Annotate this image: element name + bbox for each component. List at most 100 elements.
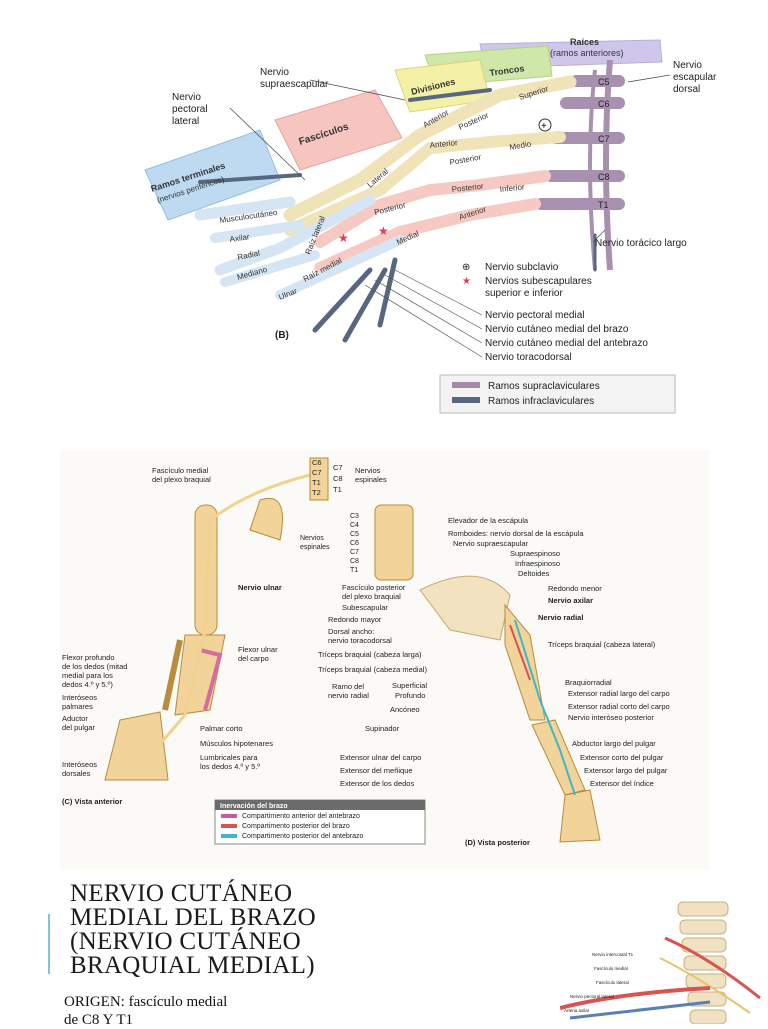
post-left-redondo-mayor: Redondo mayor bbox=[328, 615, 382, 624]
post-right-10: Braquiorradial bbox=[565, 678, 612, 687]
division-anterior-2: Anterior bbox=[429, 138, 458, 150]
post-right-12: Extensor radial corto del carpo bbox=[568, 702, 670, 711]
vert-group-label-1: Nervios bbox=[300, 535, 324, 542]
ant-fasciculo-medial-1: Fascículo medial bbox=[152, 466, 209, 475]
legend-swatch-posterior-brazo bbox=[221, 824, 237, 828]
legend-anterior-antebrazo: Compartimento anterior del antebrazo bbox=[242, 813, 360, 820]
root-c8: C8 bbox=[598, 172, 610, 182]
ant-interoseos-palmares-1: Interóseos bbox=[62, 693, 97, 702]
division-posterior-2: Posterior bbox=[449, 152, 482, 166]
spinal-label-2: espinales bbox=[355, 475, 387, 484]
post-left-subescapular: Subescapular bbox=[342, 603, 388, 612]
plexus-nerves bbox=[194, 75, 597, 343]
vert-c4: C4 bbox=[350, 522, 359, 529]
legend-swatch-anterior-antebrazo bbox=[221, 814, 237, 818]
vert-c3: C3 bbox=[350, 513, 359, 520]
spinal-right-c8: C8 bbox=[333, 474, 343, 483]
spinal-right-t1: T1 bbox=[333, 485, 342, 494]
thumb-axillary-artery bbox=[560, 986, 711, 1010]
trunk-medio: Medio bbox=[509, 139, 533, 152]
ant-palmar-corto: Palmar corto bbox=[200, 724, 243, 733]
anterior-arm-illustration bbox=[104, 498, 283, 781]
spinal-c6: C6 bbox=[312, 458, 322, 467]
ant-lumbricales-2: los dedos 4.º y 5.º bbox=[200, 762, 260, 771]
spinal-right-c7: C7 bbox=[333, 463, 343, 472]
legend-posterior-antebrazo: Compartimento posterior del antebrazo bbox=[242, 833, 364, 840]
slide-title-line-4: BRAQUIAL MEDIAL) bbox=[70, 952, 315, 979]
thumb-label-3: Nervio pectoral lateral bbox=[570, 994, 614, 999]
slide-title: NERVIO CUTÁNEO MEDIAL DEL BRAZO (NERVIO … bbox=[70, 881, 370, 979]
post-left-ext-menique: Extensor del meñique bbox=[340, 766, 413, 775]
label-pectoral-lateral-3: lateral bbox=[172, 116, 199, 127]
root-c6: C6 bbox=[598, 99, 610, 109]
legend-posterior-brazo: Compartimento posterior del brazo bbox=[242, 823, 350, 830]
spinal-label-1: Nervios bbox=[355, 466, 381, 475]
ant-aductor-1: Aductor bbox=[62, 714, 88, 723]
legend-subescapulares-2: superior e inferior bbox=[485, 288, 563, 299]
ant-flexor-ulnar-1: Flexor ulnar bbox=[238, 645, 278, 654]
ant-nervio-ulnar: Nervio ulnar bbox=[238, 583, 282, 592]
label-pectoral-lateral-1: Nervio bbox=[172, 92, 201, 103]
label-escapular-dorsal-2: escapular bbox=[673, 72, 717, 83]
post-left-fasciculo-1: Fascículo posterior bbox=[342, 583, 406, 592]
thumb-vein bbox=[569, 1000, 711, 1020]
label-escapular-dorsal-1: Nervio bbox=[673, 60, 702, 71]
slide-title-line-2: MEDIAL DEL BRAZO bbox=[70, 904, 316, 931]
label-supraescapular-1: Nervio bbox=[260, 67, 289, 78]
post-right-6: Redondo menor bbox=[548, 584, 602, 593]
label-toracico-largo: Nervio torácico largo bbox=[595, 238, 687, 249]
ant-hipotenares: Músculos hipotenares bbox=[200, 739, 273, 748]
ant-interoseos-dorsales-2: dorsales bbox=[62, 769, 91, 778]
root-c7: C7 bbox=[598, 134, 610, 144]
label-pectoral-lateral-2: pectoral bbox=[172, 104, 208, 115]
root-c5: C5 bbox=[598, 77, 610, 87]
cervical-anatomy-thumbnail: Nervio intercostal T1 Fascículo medial F… bbox=[560, 898, 768, 1024]
ant-flexor-profundo-4: dedos 4.º y 5.º) bbox=[62, 680, 113, 689]
post-left-ext-ulnar: Extensor ulnar del carpo bbox=[340, 753, 421, 762]
post-left-ext-dedos: Extensor de los dedos bbox=[340, 779, 414, 788]
post-right-11: Extensor radial largo del carpo bbox=[568, 689, 670, 698]
brachial-plexus-diagram: C5 C6 C7 C8 T1 Raíces (ramos anteriores)… bbox=[144, 37, 717, 414]
ant-aductor-2: del pulgar bbox=[62, 723, 95, 732]
spinal-t1: T1 bbox=[312, 478, 321, 487]
terminal-axilar: Axilar bbox=[229, 232, 250, 244]
slide-title-line-3: (NERVIO CUTÁNEO bbox=[70, 928, 301, 955]
plus-icon: + bbox=[541, 121, 547, 132]
ant-fasciculo-medial-2: del plexo braquial bbox=[152, 475, 211, 484]
thumb-label-0: Nervio intercostal T1 bbox=[592, 952, 634, 957]
cervical-spine bbox=[677, 901, 729, 1024]
label-escapular-dorsal-3: dorsal bbox=[673, 84, 700, 95]
label-supraescapular-2: supraescapular bbox=[260, 79, 329, 90]
post-right-13: Nervio interóseo posterior bbox=[568, 713, 654, 722]
vert-c6: C6 bbox=[350, 540, 359, 547]
post-left-fasciculo-2: del plexo braquial bbox=[342, 592, 401, 601]
slide-body-line-1: ORIGEN: fascículo medial bbox=[64, 994, 228, 1010]
star-icon: ★ bbox=[338, 231, 349, 245]
legend-subclavio: Nervio subclavio bbox=[485, 262, 559, 273]
spinal-t2: T2 bbox=[312, 488, 321, 497]
post-left-supinador: Supinador bbox=[365, 724, 400, 733]
division-posterior-3: Posterior bbox=[451, 182, 484, 194]
ramo-superficial: Superficial bbox=[392, 681, 427, 690]
thumb-label-4: Arteria axilar bbox=[564, 1008, 590, 1013]
star-icon: ★ bbox=[378, 224, 389, 238]
legend-swatch-infraclaviculares bbox=[452, 397, 480, 403]
panel-label-b: (B) bbox=[275, 330, 289, 341]
subclavio-marker-icon bbox=[538, 118, 552, 132]
post-right-9: Tríceps braquial (cabeza lateral) bbox=[548, 640, 656, 649]
vertebral-column bbox=[374, 504, 511, 641]
post-right-17: Extensor del índice bbox=[590, 779, 654, 788]
thumb-nerve bbox=[659, 957, 751, 1014]
legend-swatch-supraclaviculares bbox=[452, 382, 480, 388]
legend-infraclaviculares: Ramos infraclaviculares bbox=[488, 396, 594, 407]
vert-t1: T1 bbox=[350, 567, 358, 574]
thumb-red-muscle bbox=[664, 936, 761, 1000]
ramo-radial-1: Ramo del bbox=[332, 682, 364, 691]
ant-interoseos-dorsales-1: Interóseos bbox=[62, 760, 97, 769]
spinal-root-stack bbox=[309, 457, 329, 501]
arm-innervation-diagram: C6 C7 T1 T2 C7 C8 T1 Nervios espinales F… bbox=[60, 450, 710, 870]
post-right-3: Supraespinoso bbox=[510, 549, 560, 558]
vert-c8: C8 bbox=[350, 558, 359, 565]
ramo-profundo: Profundo bbox=[395, 691, 425, 700]
post-left-anconeo: Ancóneo bbox=[390, 705, 420, 714]
